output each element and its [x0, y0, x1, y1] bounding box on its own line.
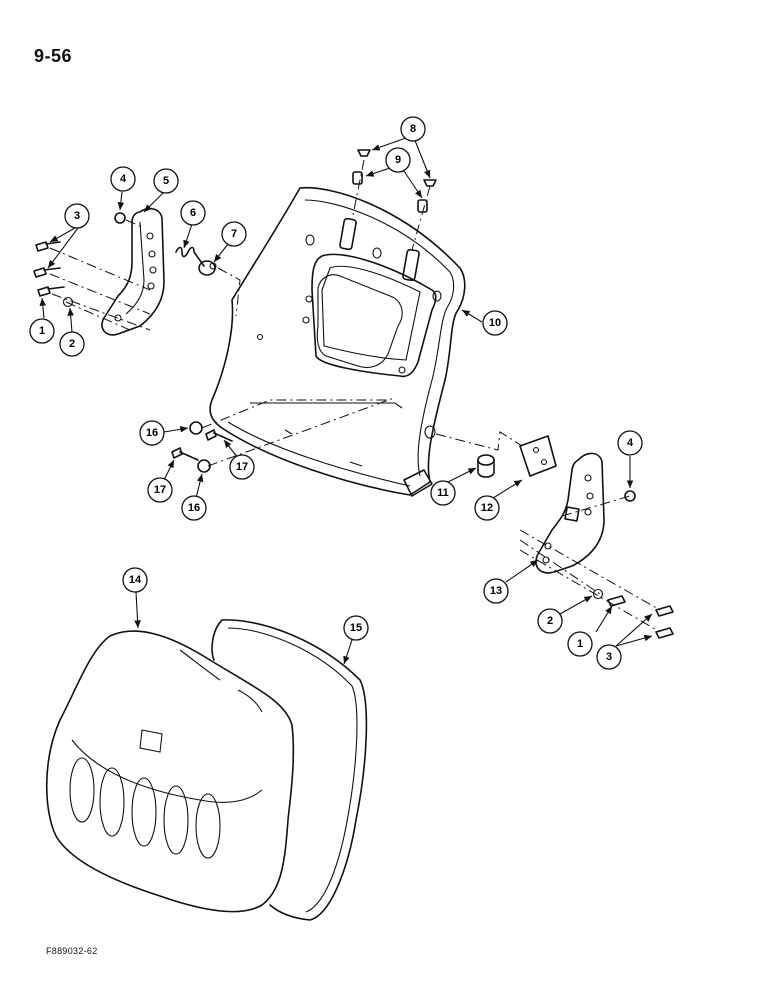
callout-17-upper: 17 [229, 454, 255, 480]
callout-10: 10 [482, 310, 508, 336]
right-hardware [592, 490, 674, 639]
callout-3-right: 3 [596, 644, 622, 670]
callout-16-lower: 16 [181, 495, 207, 521]
callout-7: 7 [221, 221, 247, 247]
svg-text:14: 14 [129, 574, 142, 586]
bushing-right [477, 454, 495, 478]
svg-text:10: 10 [489, 317, 501, 329]
callout-4-right: 4 [617, 430, 643, 456]
left-hardware [33, 212, 126, 308]
svg-text:9: 9 [395, 154, 401, 166]
cushion-trim-frame [211, 619, 368, 921]
left-seat-bracket [101, 207, 165, 336]
seat-back-cushion [45, 630, 295, 913]
svg-text:16: 16 [146, 427, 158, 439]
callout-3-left: 3 [64, 203, 90, 229]
callout-9: 9 [385, 147, 411, 173]
figure-code: F889032-62 [46, 946, 98, 956]
svg-text:1: 1 [577, 638, 583, 650]
right-seat-bracket [535, 452, 605, 574]
top-screws [352, 149, 437, 213]
callout-11: 11 [430, 480, 456, 506]
callout-2-left: 2 [59, 331, 85, 357]
leader-lines [39, 137, 653, 665]
alignment-lines [49, 159, 661, 633]
svg-text:12: 12 [481, 502, 493, 514]
svg-text:2: 2 [69, 338, 75, 350]
adjuster-plate [519, 435, 557, 477]
callout-4-left: 4 [110, 166, 136, 192]
svg-text:16: 16 [188, 502, 200, 514]
callout-6: 6 [180, 200, 206, 226]
svg-text:17: 17 [236, 461, 248, 473]
svg-text:2: 2 [547, 615, 553, 627]
callout-8: 8 [400, 116, 426, 142]
svg-text:1: 1 [39, 325, 45, 337]
svg-text:3: 3 [606, 651, 612, 663]
svg-text:3: 3 [74, 210, 80, 222]
callout-1-right: 1 [567, 631, 593, 657]
svg-text:13: 13 [490, 585, 502, 597]
seat-back-frame [209, 186, 466, 497]
callout-14: 14 [122, 567, 148, 593]
svg-text:4: 4 [627, 437, 634, 449]
page-number: 9-56 [34, 46, 73, 66]
spring [175, 246, 205, 267]
callout-5: 5 [153, 168, 179, 194]
callout-13: 13 [483, 578, 509, 604]
bushing-left [198, 260, 217, 276]
callout-15: 15 [343, 615, 369, 641]
svg-text:15: 15 [350, 622, 362, 634]
callout-12: 12 [474, 495, 500, 521]
callout-17-lower: 17 [147, 477, 173, 503]
svg-text:11: 11 [437, 487, 449, 499]
svg-text:8: 8 [410, 123, 416, 135]
callout-2-right: 2 [537, 608, 563, 634]
svg-text:7: 7 [231, 228, 237, 240]
svg-text:6: 6 [190, 207, 196, 219]
callout-16-upper: 16 [139, 420, 165, 446]
svg-text:17: 17 [154, 484, 166, 496]
callout-1-left: 1 [29, 318, 55, 344]
svg-text:5: 5 [163, 175, 169, 187]
svg-text:4: 4 [120, 173, 127, 185]
